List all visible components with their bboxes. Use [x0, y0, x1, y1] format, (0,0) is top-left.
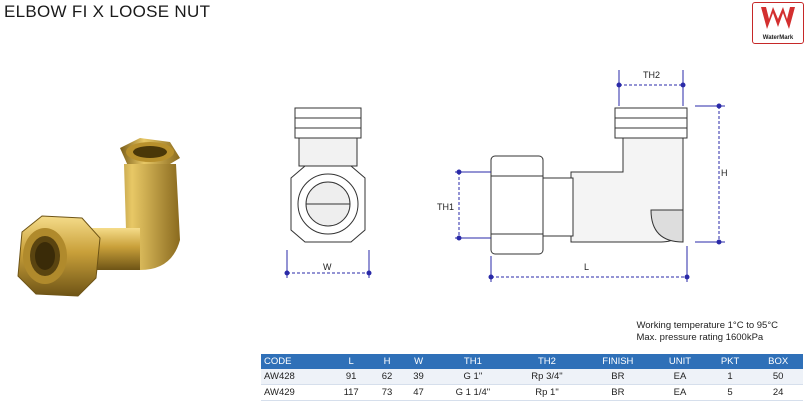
front-view-neck	[298, 137, 358, 167]
table-row: AW428 91 62 39 G 1" Rp 3/4" BR EA 1 50	[261, 369, 803, 385]
cell-unit: EA	[653, 369, 707, 385]
header-code: CODE	[261, 354, 332, 369]
cell-th2: Rp 1"	[511, 384, 583, 401]
table-row: AW429 117 73 47 G 1 1/4" Rp 1" BR EA 5 2…	[261, 384, 803, 401]
side-view-collar	[540, 177, 574, 237]
cell-unit: EA	[653, 384, 707, 401]
product-title: ELBOW FI X LOOSE NUT	[4, 2, 211, 21]
header-th1: TH1	[434, 354, 512, 369]
cell-th1: G 1 1/4"	[434, 384, 512, 401]
watermark-logo: WaterMark	[752, 2, 804, 44]
cell-box: 50	[753, 369, 803, 385]
header-l: L	[331, 354, 372, 369]
technical-drawings	[284, 70, 725, 282]
cell-th1: G 1"	[434, 369, 512, 385]
header-unit: UNIT	[653, 354, 707, 369]
working-temperature: Working temperature 1°C to 95°C	[636, 320, 778, 331]
header-h: H	[371, 354, 403, 369]
table-header-row: CODE L H W TH1 TH2 FINISH UNIT PKT BOX	[261, 354, 803, 369]
dim-label-th2: TH2	[643, 70, 661, 80]
cell-pkt: 5	[706, 384, 754, 401]
header-finish: FINISH	[582, 354, 654, 369]
cell-code: AW428	[261, 369, 332, 385]
cell-finish: BR	[582, 384, 654, 401]
cell-pkt: 1	[706, 369, 754, 385]
spec-table: CODE L H W TH1 TH2 FINISH UNIT PKT BOX A…	[261, 354, 803, 401]
max-pressure: Max. pressure rating 1600kPa	[636, 332, 764, 343]
cell-finish: BR	[582, 369, 654, 385]
dim-label-th1: TH1	[437, 202, 455, 212]
dim-label-l: L	[584, 262, 590, 272]
cell-w: 39	[402, 369, 435, 385]
header-pkt: PKT	[706, 354, 754, 369]
cell-w: 47	[402, 384, 435, 401]
side-view-top-hex	[614, 107, 688, 139]
cell-h: 62	[371, 369, 403, 385]
cell-l: 117	[331, 384, 372, 401]
cell-l: 91	[331, 369, 372, 385]
product-photo	[17, 138, 180, 297]
watermark-w-icon	[761, 7, 795, 29]
header-box: BOX	[753, 354, 803, 369]
header-th2: TH2	[511, 354, 583, 369]
cell-code: AW429	[261, 384, 332, 401]
watermark-label: WaterMark	[762, 35, 794, 41]
front-view-top-hex	[294, 107, 362, 139]
dim-label-h: H	[721, 168, 728, 178]
cell-h: 73	[371, 384, 403, 401]
cell-th2: Rp 3/4"	[511, 369, 583, 385]
spec-notes: Working temperature 1°C to 95°C Max. pre…	[636, 320, 778, 344]
header-w: W	[402, 354, 435, 369]
cell-box: 24	[753, 384, 803, 401]
side-view-nut	[490, 155, 544, 255]
dim-label-w: W	[323, 262, 332, 272]
